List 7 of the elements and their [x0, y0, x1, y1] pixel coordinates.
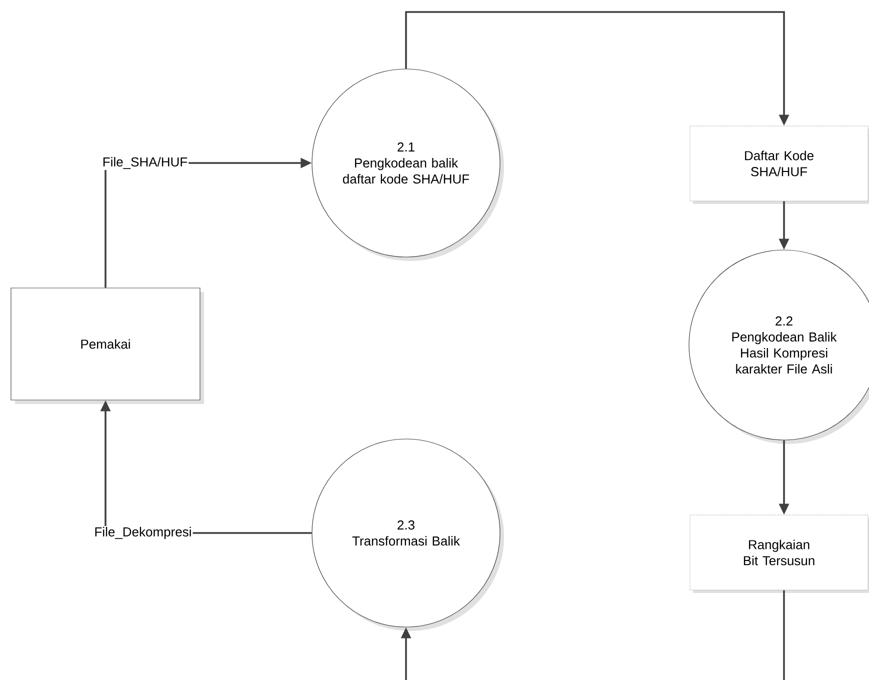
- data-store-box: Daftar Kode SHA/HUF: [690, 126, 869, 204]
- entity-box: Pemakai: [10, 288, 204, 404]
- arrow: [400, 590, 785, 680]
- data-store-box: Rangkaian Bit Tersusun: [690, 514, 869, 593]
- edge-label: File_SHA/HUF: [101, 156, 189, 170]
- node-label: Daftar Kode SHA/HUF: [745, 150, 814, 176]
- edge-label: File_Dekompresi: [93, 526, 193, 540]
